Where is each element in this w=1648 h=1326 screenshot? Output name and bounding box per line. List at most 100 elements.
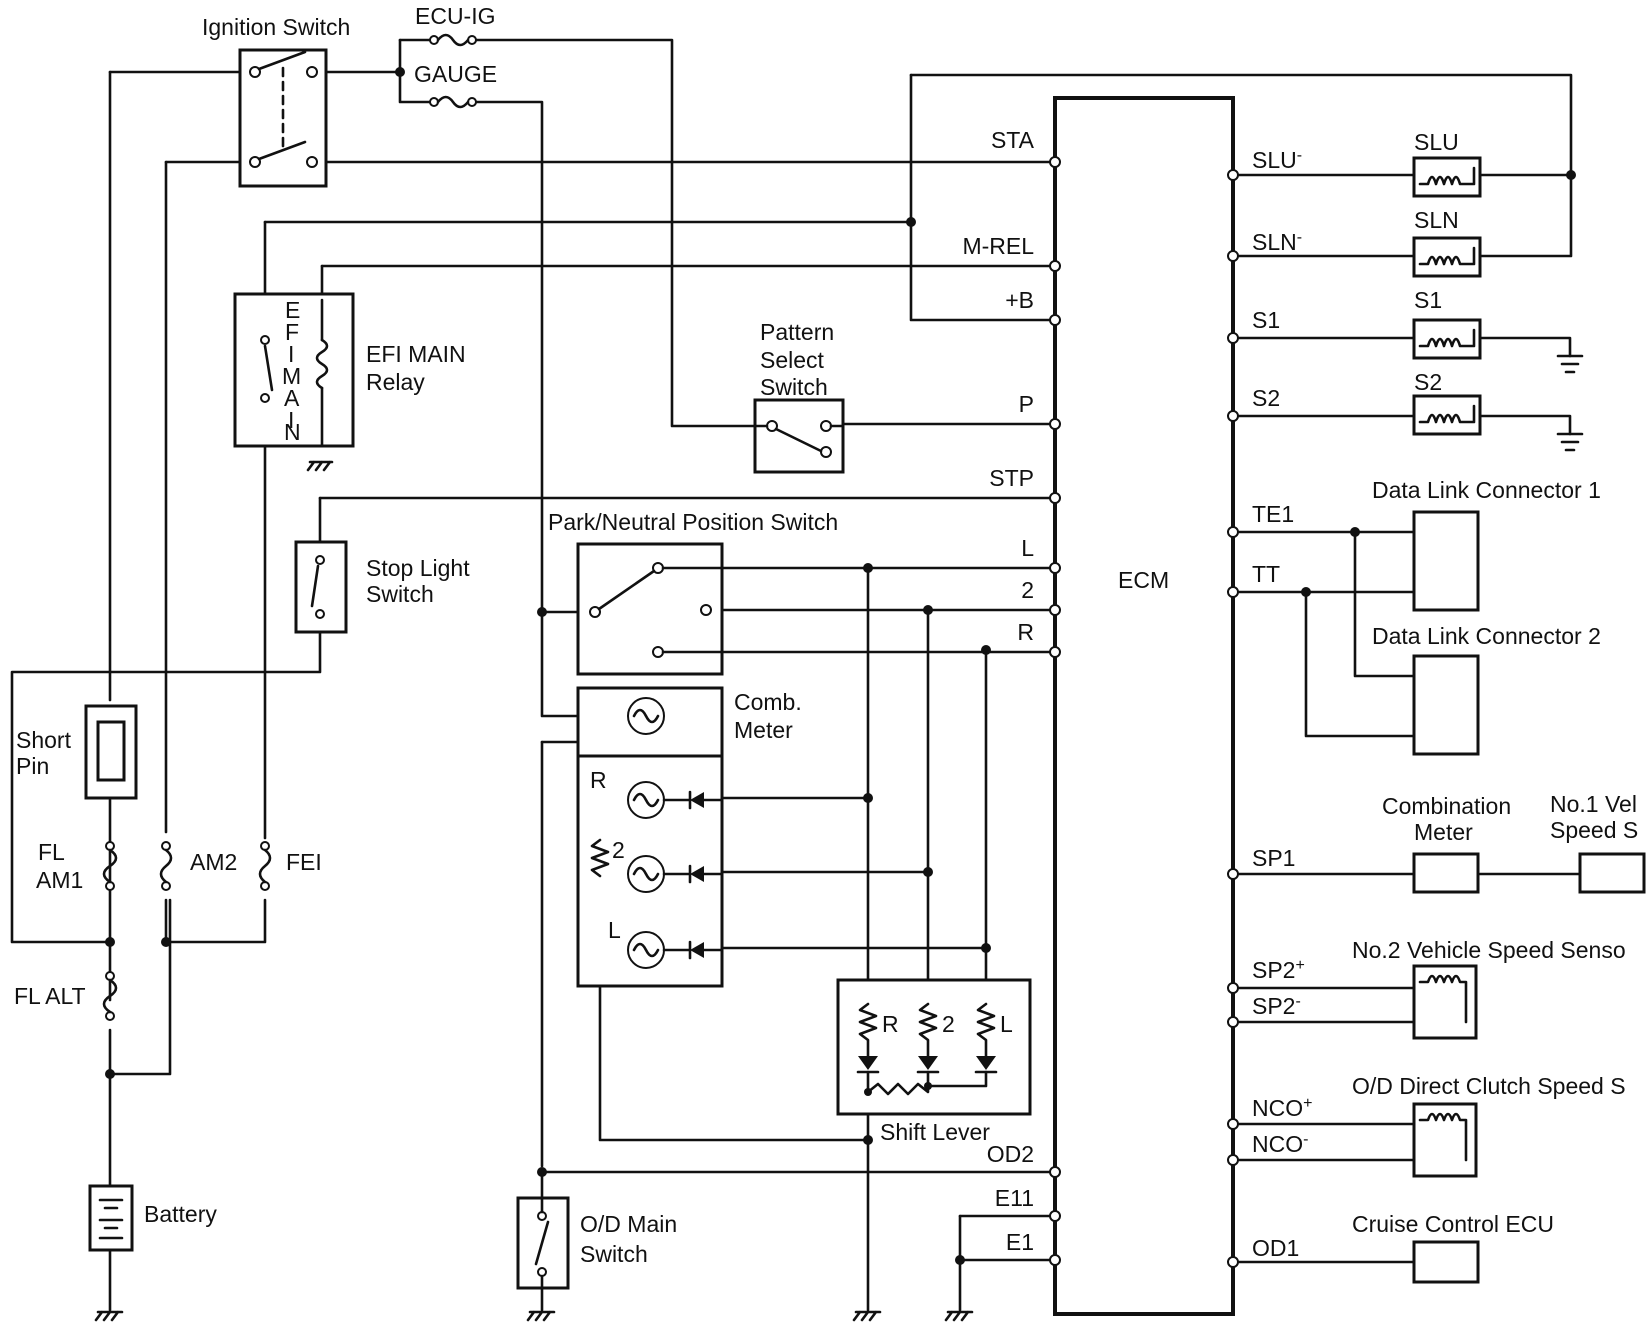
comb-meter: Comb. Meter [576, 686, 802, 758]
shift-pos-l: L [1000, 1011, 1013, 1037]
ecm-pin-e11: E11 [995, 1185, 1034, 1211]
battery-label: Battery [144, 1201, 217, 1227]
ecm-label: ECM [1118, 567, 1169, 593]
ecm-pin-tt: TT [1252, 561, 1280, 587]
park-neutral-switch: Park/Neutral Position Switch [548, 509, 838, 676]
park-neutral-label: Park/Neutral Position Switch [548, 509, 838, 535]
fei-fuse: FEI [258, 841, 322, 891]
short-pin-label-1: Short [16, 727, 72, 753]
fl-alt-fuse: FL ALT [14, 971, 118, 1021]
ecm-pin-p: P [1019, 391, 1034, 417]
ecm-pin-nco-minus: NCO- [1252, 1131, 1308, 1157]
cruise-control-ecu: Cruise Control ECU [1352, 1211, 1554, 1284]
wires [10, 38, 1582, 1312]
combination-meter-label-1: Combination [1382, 793, 1511, 819]
dlc2-label: Data Link Connector 2 [1372, 623, 1601, 649]
stop-light-label-2: Switch [366, 581, 434, 607]
stop-light-switch: Stop Light Switch [294, 540, 470, 634]
fl-am1-label-2: AM1 [36, 867, 83, 893]
no2-vss-label: No.2 Vehicle Speed Senso [1352, 937, 1626, 963]
ecm-pin-s1: S1 [1252, 307, 1280, 333]
od-direct-clutch-speed-sensor: O/D Direct Clutch Speed S [1352, 1073, 1626, 1178]
ecm-pin-stp: STP [989, 465, 1034, 491]
ecm-right-pins: SLU- SLN- S1 S2 TE1 TT SP1 SP2+ SP2- NCO… [1252, 147, 1312, 1261]
od-main-label-2: Switch [580, 1241, 648, 1267]
fl-am1-fuse: FL AM1 [36, 839, 118, 893]
slu-solenoid: SLU [1412, 129, 1482, 198]
ecm-pin-sln-minus: SLN- [1252, 229, 1302, 255]
pattern-select-switch: Pattern Select Switch [753, 319, 845, 474]
ecm-pin-r: R [1017, 619, 1034, 645]
sln-label: SLN [1414, 207, 1459, 233]
comb-meter-label-2: Meter [734, 717, 793, 743]
efi-main-relay-label-1: EFI MAIN [366, 341, 466, 367]
ecu-ig-label: ECU-IG [415, 3, 496, 29]
svg-text:M: M [282, 363, 301, 389]
lamp-label-r: R [590, 767, 607, 793]
short-pin-label-2: Pin [16, 753, 49, 779]
no2-vehicle-speed-sensor: No.2 Vehicle Speed Senso [1352, 937, 1626, 1040]
stop-light-label-1: Stop Light [366, 555, 470, 581]
combination-meter-right: Combination Meter [1382, 793, 1511, 894]
svg-text:N: N [284, 419, 301, 445]
cruise-ecu-label: Cruise Control ECU [1352, 1211, 1554, 1237]
efi-main-relay-label-2: Relay [366, 369, 425, 395]
no1-vss-label-1: No.1 Vel [1550, 791, 1637, 817]
ecm-pin-plus-b: +B [1005, 287, 1034, 313]
ecm-pin-od1: OD1 [1252, 1235, 1299, 1261]
ignition-switch-label: Ignition Switch [202, 14, 350, 40]
ecm-pin-sta: STA [991, 127, 1035, 153]
lamp-label-2: 2 [612, 837, 625, 863]
shift-pos-2: 2 [942, 1011, 955, 1037]
shift-pos-r: R [882, 1011, 899, 1037]
ecu-ig-fuse: ECU-IG [415, 3, 496, 47]
ecm-pin-s2: S2 [1252, 385, 1280, 411]
am2-fuse: AM2 [159, 841, 237, 891]
ignition-switch: Ignition Switch [202, 14, 350, 188]
svg-text:A: A [284, 385, 300, 411]
ecm-pin-l: L [1021, 535, 1034, 561]
ecm-pin-slu-minus: SLU- [1252, 147, 1302, 173]
indicator-lamp-panel: R 2 L [576, 754, 724, 988]
svg-text:F: F [285, 319, 299, 345]
slu-label: SLU [1414, 129, 1459, 155]
fl-alt-label: FL ALT [14, 983, 86, 1009]
od-clutch-sensor-label: O/D Direct Clutch Speed S [1352, 1073, 1626, 1099]
dlc1-label: Data Link Connector 1 [1372, 477, 1601, 503]
svg-text:I: I [288, 341, 294, 367]
pattern-select-label-3: Switch [760, 374, 828, 400]
sln-solenoid: SLN [1412, 207, 1482, 278]
data-link-connector-1: Data Link Connector 1 [1372, 477, 1601, 612]
ecm-pin-od2: OD2 [987, 1141, 1034, 1167]
ecm-pin-te1: TE1 [1252, 501, 1294, 527]
ecm-pin-terminals [1049, 156, 1239, 1268]
am2-label: AM2 [190, 849, 237, 875]
junction-dots [105, 67, 1576, 1265]
shift-lever: R 2 L Shift Lever [836, 978, 1032, 1145]
data-link-connector-2: Data Link Connector 2 [1372, 623, 1601, 756]
no1-vss-label-2: Speed S [1550, 817, 1638, 843]
ecm-pin-e1: E1 [1006, 1229, 1034, 1255]
combination-meter-label-2: Meter [1414, 819, 1473, 845]
ground-symbols [94, 354, 1584, 1322]
ecm-pin-2: 2 [1021, 577, 1034, 603]
ecm-block: ECM [1053, 96, 1235, 1316]
ecm-pin-sp1: SP1 [1252, 845, 1295, 871]
lamp-label-l: L [608, 917, 621, 943]
shift-lever-label: Shift Lever [880, 1119, 990, 1145]
fl-am1-label-1: FL [38, 839, 65, 865]
pattern-select-label-2: Select [760, 347, 825, 373]
battery: Battery [88, 1184, 217, 1252]
svg-text:I: I [288, 407, 294, 433]
ecm-pin-sp2-plus: SP2+ [1252, 957, 1305, 983]
no1-vehicle-speed-sensor: No.1 Vel Speed S [1550, 791, 1646, 894]
short-pin: Short Pin [16, 704, 138, 800]
s2-label: S2 [1414, 369, 1442, 395]
svg-text:E: E [285, 297, 300, 323]
ecm-left-pins: STA M-REL +B P STP L 2 R OD2 E11 E1 [962, 127, 1034, 1255]
gauge-fuse: GAUGE [414, 61, 497, 109]
s1-label: S1 [1414, 287, 1442, 313]
pattern-select-label-1: Pattern [760, 319, 834, 345]
